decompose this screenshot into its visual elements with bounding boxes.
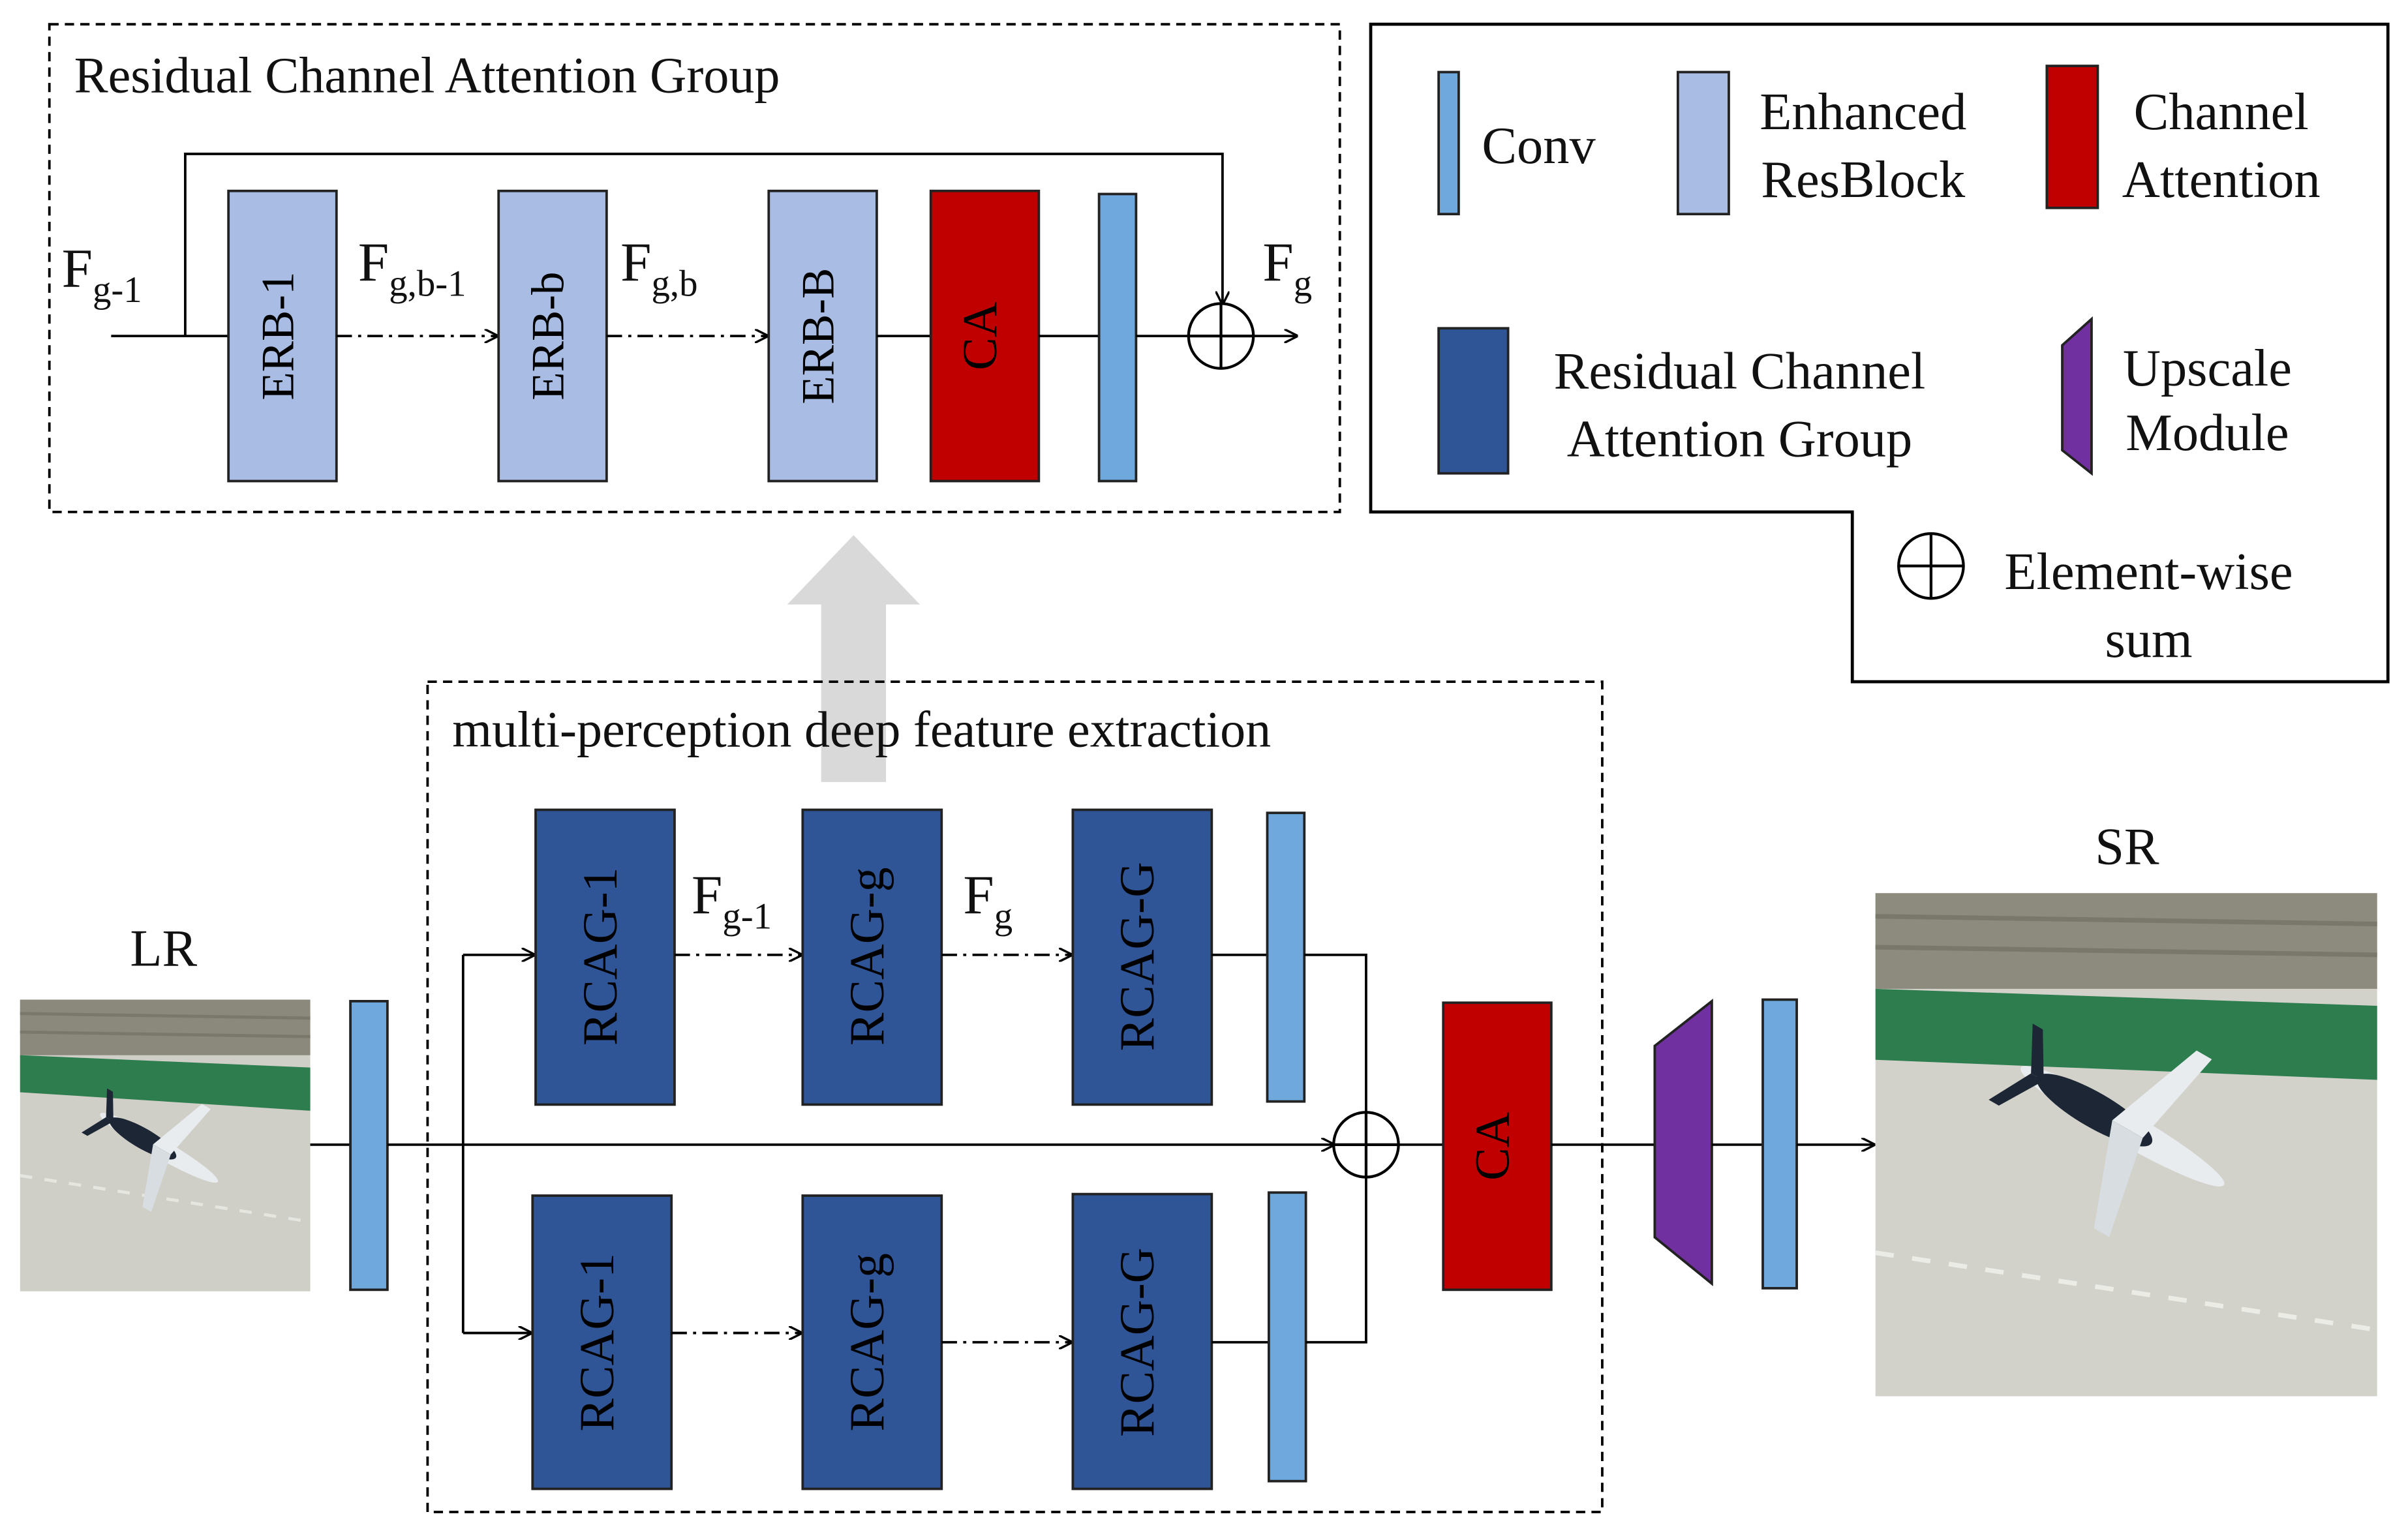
legend-upscale-label-2: Module <box>2126 404 2289 462</box>
channel-attention-icon <box>2045 65 2099 209</box>
rcag-output-label: Fg <box>1262 232 1312 305</box>
sr-label: SR <box>2095 817 2159 875</box>
legend-sum-label-2: sum <box>2105 611 2192 669</box>
final-conv-block <box>1761 998 1798 1290</box>
legend-sum-label-1: Element-wise <box>2004 543 2293 601</box>
bottom-branch-conv-block <box>1267 1191 1307 1483</box>
element-wise-sum-icon <box>1897 532 1965 600</box>
legend-erb-label-2: ResBlock <box>1761 151 1966 209</box>
legend-upscale-label-1: Upscale <box>2123 339 2292 397</box>
deep-feature-panel-title: multi-perception deep feature extraction <box>452 701 1271 757</box>
upscale-module-block <box>1653 998 1713 1286</box>
enhanced-resblock-icon <box>1676 70 1730 216</box>
deep-feature-panel <box>426 680 1604 1513</box>
main-ca-label: CA <box>1465 1111 1519 1180</box>
erb-1-block <box>227 189 338 483</box>
bottom-rcag-1-block <box>531 1194 673 1490</box>
top-branch-output-line <box>1304 953 1367 1113</box>
top-rcag-1-label: RCAG-1 <box>573 868 628 1046</box>
rcag-icon <box>1437 327 1510 475</box>
legend-conv-label: Conv <box>1482 117 1596 175</box>
bottom-rcag-g-block <box>801 1194 943 1490</box>
rcag-skip-connection <box>184 153 1223 337</box>
top-rcag-1-block <box>534 808 676 1106</box>
legend-ca-label-1: Channel <box>2134 83 2309 141</box>
legend-panel <box>1369 22 2390 684</box>
sr-image <box>1875 893 2378 1397</box>
top-rcag-g-label: RCAG-g <box>840 868 894 1046</box>
erb-1-label: ERB-1 <box>252 272 303 401</box>
main-sum-icon <box>1332 1111 1400 1179</box>
rcag-ca-label: CA <box>953 301 1007 370</box>
bottom-rcag-g-label: RCAG-g <box>840 1253 894 1431</box>
main-ca-block <box>1442 1001 1553 1292</box>
erb-B-block <box>767 189 878 483</box>
top-branch-label-1: Fg-1 <box>692 864 772 937</box>
top-branch-conv-block <box>1266 811 1306 1103</box>
expand-up-arrow <box>787 535 921 782</box>
conv-icon <box>1437 70 1460 216</box>
top-branch-label-2: Fg <box>963 864 1013 937</box>
erb-between-label-1: Fg,b-1 <box>358 232 466 305</box>
legend-rcag-label-2: Attention Group <box>1567 410 1912 468</box>
lr-label: LR <box>130 919 197 977</box>
shallow-conv-block <box>349 999 389 1292</box>
rcag-sum-icon <box>1187 302 1255 370</box>
top-rcag-g-block <box>801 808 943 1106</box>
rcag-panel-title: Residual Channel Attention Group <box>74 46 780 103</box>
erb-between-label-2: Fg,b <box>620 232 697 305</box>
erb-B-label: ERB-B <box>793 268 844 404</box>
bottom-rcag-G-label: RCAG-G <box>1110 1248 1165 1437</box>
legend-rcag-label-1: Residual Channel <box>1554 342 1926 401</box>
rcag-detail-panel <box>48 23 1341 513</box>
erb-b-label: ERB-b <box>523 272 573 401</box>
upscale-module-icon <box>2061 316 2093 476</box>
rcag-input-label: Fg-1 <box>62 237 142 310</box>
bottom-rcag-G-block <box>1071 1192 1213 1490</box>
top-rcag-G-block <box>1071 808 1213 1106</box>
rcag-conv-block <box>1097 192 1138 483</box>
lr-image <box>20 999 311 1292</box>
legend-ca-label-2: Attention <box>2122 151 2321 209</box>
top-rcag-G-label: RCAG-G <box>1110 862 1165 1051</box>
legend-erb-label-1: Enhanced <box>1760 83 1966 141</box>
bottom-branch-output-line <box>1305 1177 1367 1344</box>
bottom-rcag-1-label: RCAG-1 <box>570 1253 624 1431</box>
